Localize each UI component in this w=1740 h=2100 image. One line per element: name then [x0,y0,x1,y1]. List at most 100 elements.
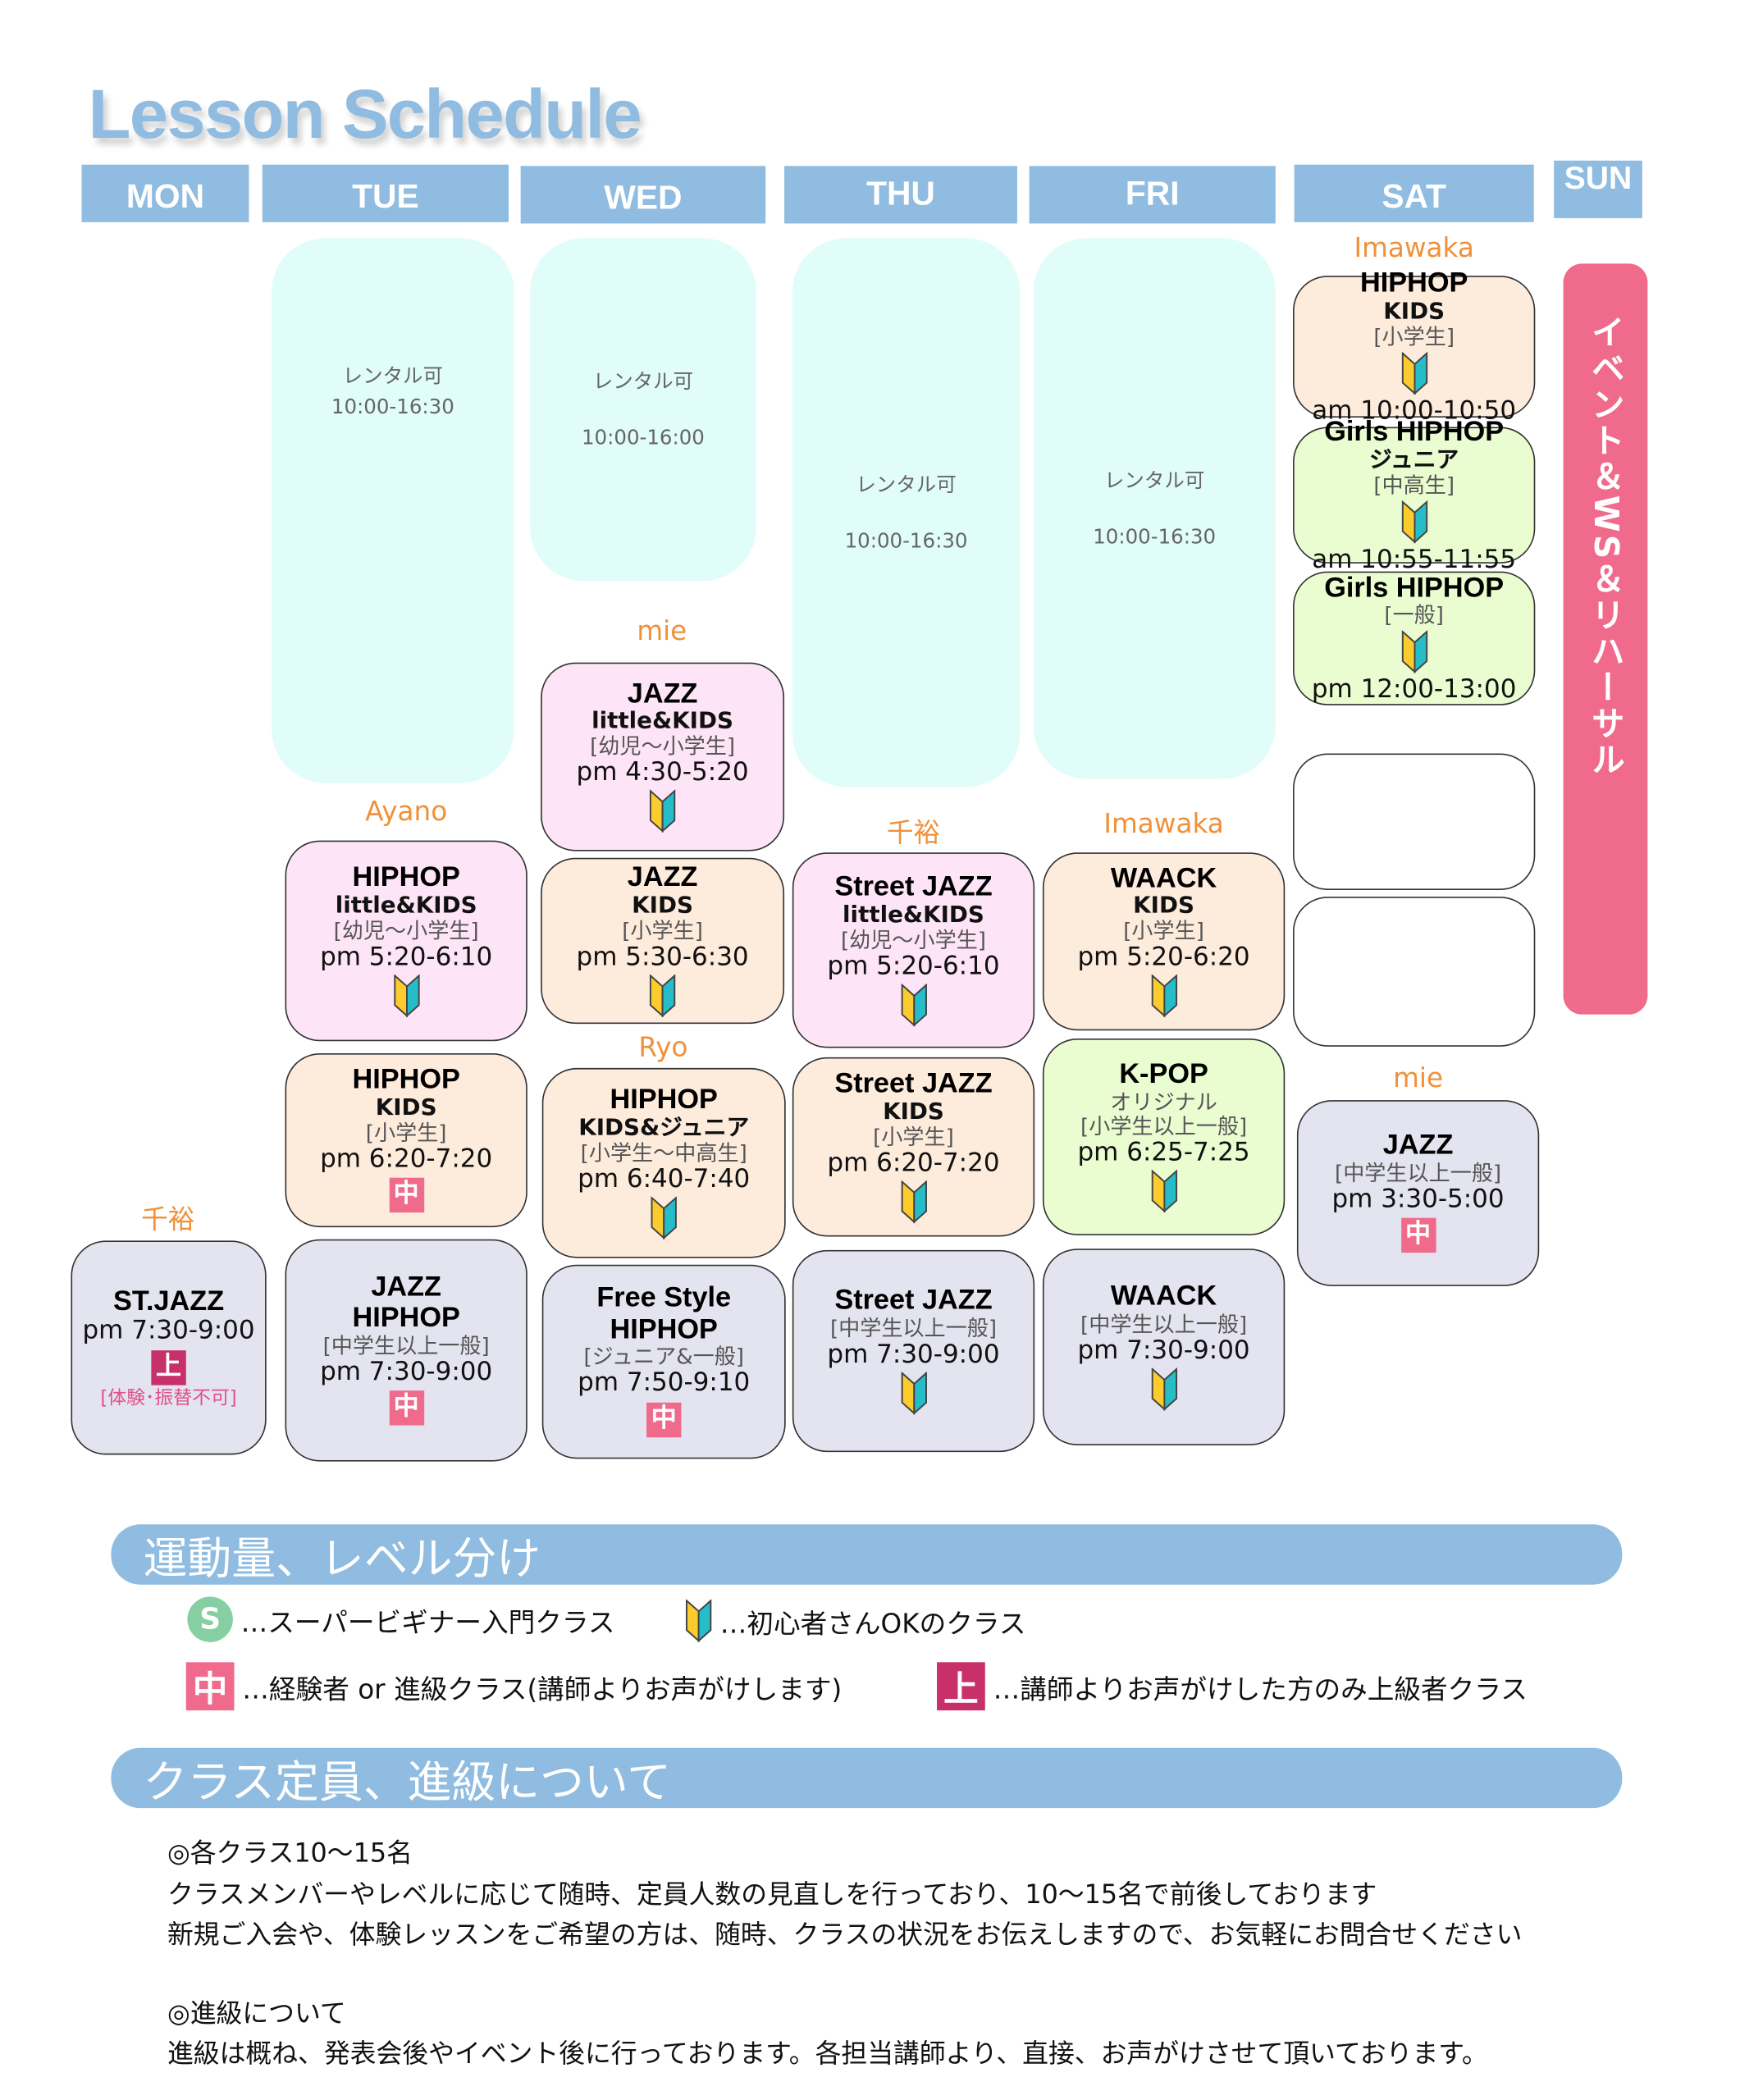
class-card-sat-empty-1 [1293,753,1536,890]
legend-high: 上 …講師よりお声がけした方のみ上級者クラス [937,1658,1528,1714]
class-time: pm 7:30-9:00 [320,1357,493,1386]
mid-level-badge: 中 [388,1177,424,1212]
teacher-label: Imawaka [1354,231,1474,264]
class-grade: [中学生以上一般] [829,1315,998,1341]
promotion-line: 進級は概ね、発表会後やイベント後に行っております。各担当講師より、直接、お声がけ… [167,2038,1488,2070]
beginner-mark-icon [900,983,927,1027]
class-sub: ジュニア [1369,446,1459,473]
rental-block-tue: レンタル可 10:00-16:30 [272,238,514,783]
beginner-mark-icon [393,973,420,1018]
class-grade: [中高生] [1373,472,1455,498]
class-sub: little&KIDS [335,892,477,920]
capacity-line: ◎各クラス10〜15名 [167,1838,413,1869]
class-title: JAZZ [627,678,698,710]
class-time: pm 7:50-9:10 [578,1367,751,1398]
beginner-mark-icon [1150,1169,1177,1213]
class-title: ST.JAZZ [112,1285,225,1317]
event-ws-rehearsal-bar: イベント＆WS＆リハーサル [1563,263,1648,1015]
high-level-icon: 上 [937,1662,985,1711]
teacher-label: mie [637,614,687,647]
class-time: pm 3:30-5:00 [1331,1184,1505,1214]
class-grade: [小学生] [622,917,703,943]
beginner-mark-icon [1400,499,1427,544]
class-grade: [小学生] [365,1120,447,1146]
rental-time: 10:00-16:30 [331,394,454,418]
page-title: Lesson Schedule [88,75,642,154]
day-header-sat: SAT [1294,164,1534,222]
teacher-label: Ayano [365,795,448,828]
capacity-line: クラスメンバーやレベルに応じて随時、定員人数の見直しを行っており、10〜15名で… [167,1879,1377,1911]
legend-heading: 運動量、レベル分け [111,1524,1623,1585]
class-grade: [小学生〜中高生] [580,1139,747,1166]
class-grade: [中学生以上一般] [322,1332,490,1358]
class-card-sat-empty-2 [1293,897,1536,1047]
beginner-mark-icon [685,1599,712,1643]
legend-mid: 中 …経験者 or 進級クラス(講師よりお声がけします) [185,1658,843,1714]
class-title: Street JAZZ [834,1068,993,1099]
super-beginner-icon: S [187,1596,233,1642]
beginner-mark-icon [900,1180,927,1224]
class-time: pm 5:20-6:10 [827,951,1000,981]
class-note: [体験･振替不可] [100,1387,237,1409]
class-sub: KIDS [375,1094,437,1121]
class-sub: KIDS [1383,298,1445,325]
legend-text: …講師よりお声がけした方のみ上級者クラス [993,1672,1528,1705]
class-grade: [小学生] [1373,323,1455,349]
class-grade: [小学生以上一般] [1080,1112,1248,1139]
class-title: HIPHOP [352,861,460,893]
beginner-mark-icon [651,1195,678,1240]
class-time: pm 5:30-6:30 [576,941,749,971]
beginner-mark-icon [1150,974,1177,1019]
class-time: pm 4:30-5:20 [576,757,749,788]
legend-text: …経験者 or 進級クラス(講師よりお声がけします) [242,1672,843,1705]
mid-level-badge: 中 [1400,1217,1436,1253]
teacher-label: 千裕 [141,1203,195,1235]
class-time: pm 7:30-9:00 [1077,1335,1250,1365]
legend-super-beginner: S …スーパービギナー入門クラス [187,1596,615,1642]
class-card-thu-street: Street JAZZ[中学生以上一般]pm 7:30-9:00 [792,1249,1035,1453]
class-grade: オリジナル [1110,1089,1217,1115]
class-title: K-POP [1119,1058,1208,1090]
mid-level-badge: 中 [388,1390,424,1426]
day-header-sun: SUN [1554,160,1642,218]
class-time: pm 6:25-7:25 [1077,1137,1250,1166]
class-time: pm 6:20-7:20 [827,1148,1000,1178]
class-title: JAZZ [1382,1130,1454,1161]
class-title: HIPHOP [352,1064,460,1095]
class-time: pm 6:20-7:20 [320,1144,493,1174]
day-header-tue: TUE [262,164,509,222]
class-card-sat-girls-general: Girls HIPHOP[一般]pm 12:00-13:00 [1293,571,1536,705]
class-card-fri-waack: WAACK[中学生以上一般]pm 7:30-9:00 [1042,1249,1286,1446]
class-title: HIPHOP [610,1313,718,1345]
teacher-label: 千裕 [886,816,941,849]
class-sub: little&KIDS [591,708,734,735]
class-time: am 10:55-11:55 [1312,544,1517,574]
rental-time: 10:00-16:30 [1093,524,1217,549]
rental-label: レンタル可 [592,369,694,394]
class-title: Girls HIPHOP [1324,572,1505,604]
class-grade: [中学生以上一般] [1080,1311,1248,1337]
class-title: Street JAZZ [834,1285,993,1317]
class-title: JAZZ [371,1271,441,1303]
class-time: pm 7:30-9:00 [82,1316,255,1346]
class-grade: [幼児〜小学生] [333,917,479,943]
day-header-wed: WED [520,166,766,224]
legend-beginner: …初心者さんOKのクラス [685,1596,1025,1645]
rental-label: レンタル可 [342,363,444,389]
beginner-mark-icon [1150,1367,1177,1411]
teacher-label: Imawaka [1103,806,1224,839]
